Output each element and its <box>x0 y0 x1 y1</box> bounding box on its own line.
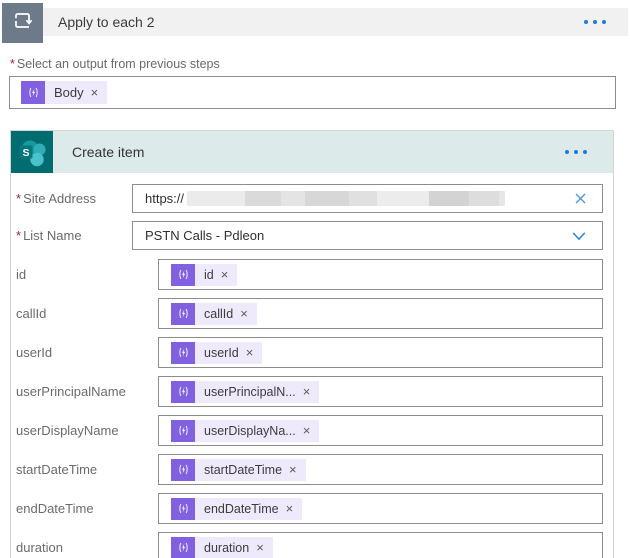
token-remove-icon[interactable]: × <box>246 346 254 359</box>
token-remove-icon[interactable]: × <box>240 307 248 320</box>
dynamic-content-icon <box>171 420 195 442</box>
field-label: userId <box>16 337 52 368</box>
site-address-row: *Site Address https:// <box>11 184 613 213</box>
token-label: userPrincipalN... <box>204 385 296 399</box>
token-remove-icon[interactable]: × <box>91 86 99 99</box>
list-name-label: *List Name <box>16 221 82 250</box>
field-row: startDateTime startDateTime × <box>11 454 613 485</box>
field-label: duration <box>16 532 63 558</box>
apply-to-each-title: Apply to each 2 <box>58 14 155 30</box>
redacted-site-address-value <box>187 191 505 206</box>
field-input[interactable]: userDisplayNa... × <box>158 415 603 446</box>
dynamic-content-icon <box>21 81 45 104</box>
token-label: userDisplayNa... <box>204 424 296 438</box>
field-label: startDateTime <box>16 454 97 485</box>
create-item-more-menu-button[interactable] <box>565 150 587 154</box>
field-input[interactable]: userPrincipalN... × <box>158 376 603 407</box>
dynamic-content-icon <box>171 342 195 364</box>
list-name-row: *List Name PSTN Calls - Pdleon <box>11 221 613 250</box>
field-input[interactable]: startDateTime × <box>158 454 603 485</box>
create-item-card: S Create item *Site Address https:// <box>10 130 614 558</box>
field-row: userDisplayName userDisplayNa... × <box>11 415 613 446</box>
dynamic-content-icon <box>171 498 195 520</box>
dynamic-content-token[interactable]: Body × <box>21 81 107 104</box>
field-input[interactable]: duration × <box>158 532 603 558</box>
chevron-down-icon[interactable] <box>571 230 587 242</box>
dynamic-content-token[interactable]: userDisplayNa... × <box>171 420 319 442</box>
site-address-value-prefix: https:// <box>145 191 184 206</box>
dynamic-content-token[interactable]: userPrincipalN... × <box>171 381 319 403</box>
field-input[interactable]: userId × <box>158 337 603 368</box>
field-input[interactable]: endDateTime × <box>158 493 603 524</box>
dynamic-content-token[interactable]: callId × <box>171 303 257 325</box>
apply-to-each-card-icon[interactable] <box>2 3 43 43</box>
required-marker: * <box>10 57 15 71</box>
token-remove-icon[interactable]: × <box>303 385 311 398</box>
create-item-title: Create item <box>72 144 144 160</box>
token-label: Body <box>54 85 84 100</box>
field-row: userPrincipalName userPrincipalN... × <box>11 376 613 407</box>
field-label: userDisplayName <box>16 415 119 446</box>
dynamic-content-token[interactable]: endDateTime × <box>171 498 302 520</box>
list-name-value: PSTN Calls - Pdleon <box>145 228 264 243</box>
field-row: duration duration × <box>11 532 613 558</box>
list-name-dropdown[interactable]: PSTN Calls - Pdleon <box>132 221 603 250</box>
token-label: startDateTime <box>204 463 282 477</box>
token-remove-icon[interactable]: × <box>303 424 311 437</box>
field-row: id id × <box>11 259 613 290</box>
token-remove-icon[interactable]: × <box>221 268 229 281</box>
svg-text:S: S <box>22 147 29 159</box>
token-label: id <box>204 268 214 282</box>
dynamic-content-token[interactable]: startDateTime × <box>171 459 306 481</box>
token-label: callId <box>204 307 233 321</box>
site-address-label: *Site Address <box>16 184 96 213</box>
field-label: callId <box>16 298 46 329</box>
create-item-header[interactable]: S Create item <box>11 131 613 173</box>
apply-to-each-header[interactable]: Apply to each 2 <box>43 8 628 36</box>
dynamic-content-icon <box>171 264 195 286</box>
field-row: endDateTime endDateTime × <box>11 493 613 524</box>
sharepoint-icon: S <box>11 131 53 173</box>
dynamic-content-token[interactable]: duration × <box>171 537 273 558</box>
dynamic-content-icon <box>171 303 195 325</box>
field-label: endDateTime <box>16 493 94 524</box>
field-label: id <box>16 259 26 290</box>
field-label: userPrincipalName <box>16 376 126 407</box>
token-label: endDateTime <box>204 502 279 516</box>
field-row: userId userId × <box>11 337 613 368</box>
token-remove-icon[interactable]: × <box>286 502 294 515</box>
token-remove-icon[interactable]: × <box>256 541 264 554</box>
apply-to-each-more-menu-button[interactable] <box>584 20 606 24</box>
dynamic-content-icon <box>171 459 195 481</box>
token-label: duration <box>204 541 249 555</box>
field-input[interactable]: id × <box>158 259 603 290</box>
field-row: callId callId × <box>11 298 613 329</box>
dynamic-content-icon <box>171 381 195 403</box>
dynamic-content-icon <box>171 537 195 558</box>
clear-x-icon[interactable] <box>573 191 588 206</box>
dynamic-content-token[interactable]: id × <box>171 264 237 286</box>
loop-icon <box>9 7 36 39</box>
token-remove-icon[interactable]: × <box>289 463 297 476</box>
select-output-label: *Select an output from previous steps <box>10 57 220 71</box>
select-output-input[interactable]: Body × <box>9 76 616 109</box>
site-address-input[interactable]: https:// <box>132 184 603 213</box>
field-input[interactable]: callId × <box>158 298 603 329</box>
dynamic-content-token[interactable]: userId × <box>171 342 262 364</box>
token-label: userId <box>204 346 239 360</box>
